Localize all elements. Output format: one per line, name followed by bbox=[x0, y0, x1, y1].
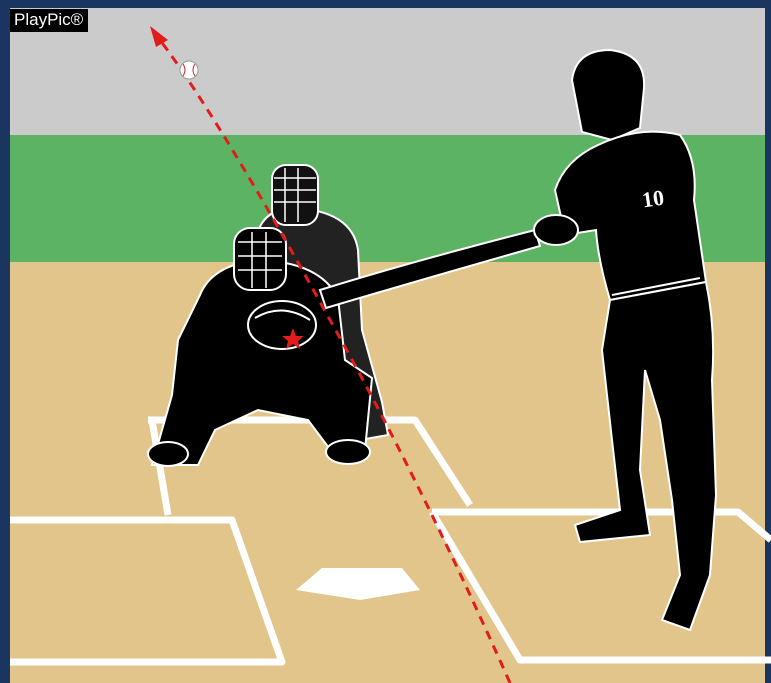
playpic-badge: PlayPic® bbox=[10, 9, 88, 32]
batter-jersey-number: 10 bbox=[640, 185, 665, 213]
sky bbox=[10, 8, 765, 140]
baseball-icon bbox=[180, 61, 198, 79]
